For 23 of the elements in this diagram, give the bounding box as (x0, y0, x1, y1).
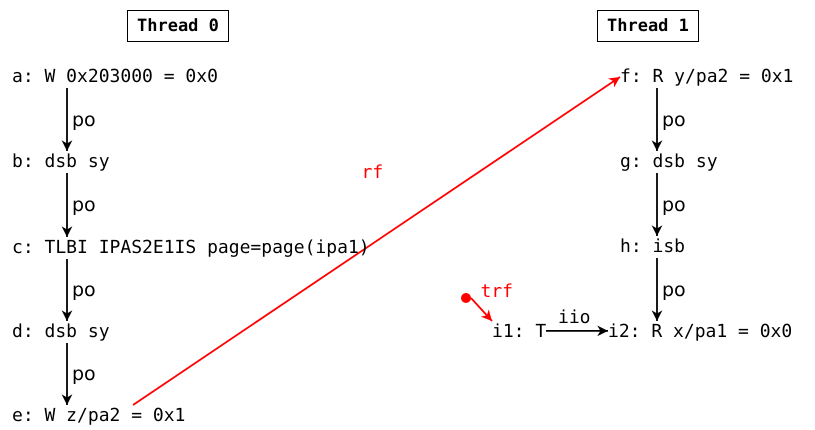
thread-header: Thread 1 (597, 10, 699, 42)
arrow (62, 173, 72, 237)
event-label: a: W 0x203000 = 0x0 (12, 66, 218, 88)
event-label: i1: T (492, 321, 546, 343)
arrow (470, 297, 493, 322)
event-label: f: R y/pa2 = 0x1 (620, 66, 794, 88)
event-label: b: dsb sy (12, 151, 110, 173)
event-label: e: W z/pa2 = 0x1 (12, 405, 186, 427)
arrow (62, 343, 72, 405)
arrow (652, 173, 662, 236)
arrow (546, 326, 608, 336)
event-label: g: dsb sy (620, 151, 718, 173)
event-label: d: dsb sy (12, 321, 110, 343)
arrow (62, 88, 72, 151)
thread-header: Thread 0 (127, 10, 229, 42)
event-label: c: TLBI IPAS2E1IS page=page(ipa1) (12, 237, 370, 259)
event-label: i2: R x/pa1 = 0x0 (608, 321, 792, 343)
arrow (652, 258, 662, 321)
arrow (62, 259, 72, 321)
arrow (132, 76, 620, 406)
arrow (652, 88, 662, 151)
event-label: h: isb (620, 236, 686, 258)
dot-marker (461, 293, 471, 303)
